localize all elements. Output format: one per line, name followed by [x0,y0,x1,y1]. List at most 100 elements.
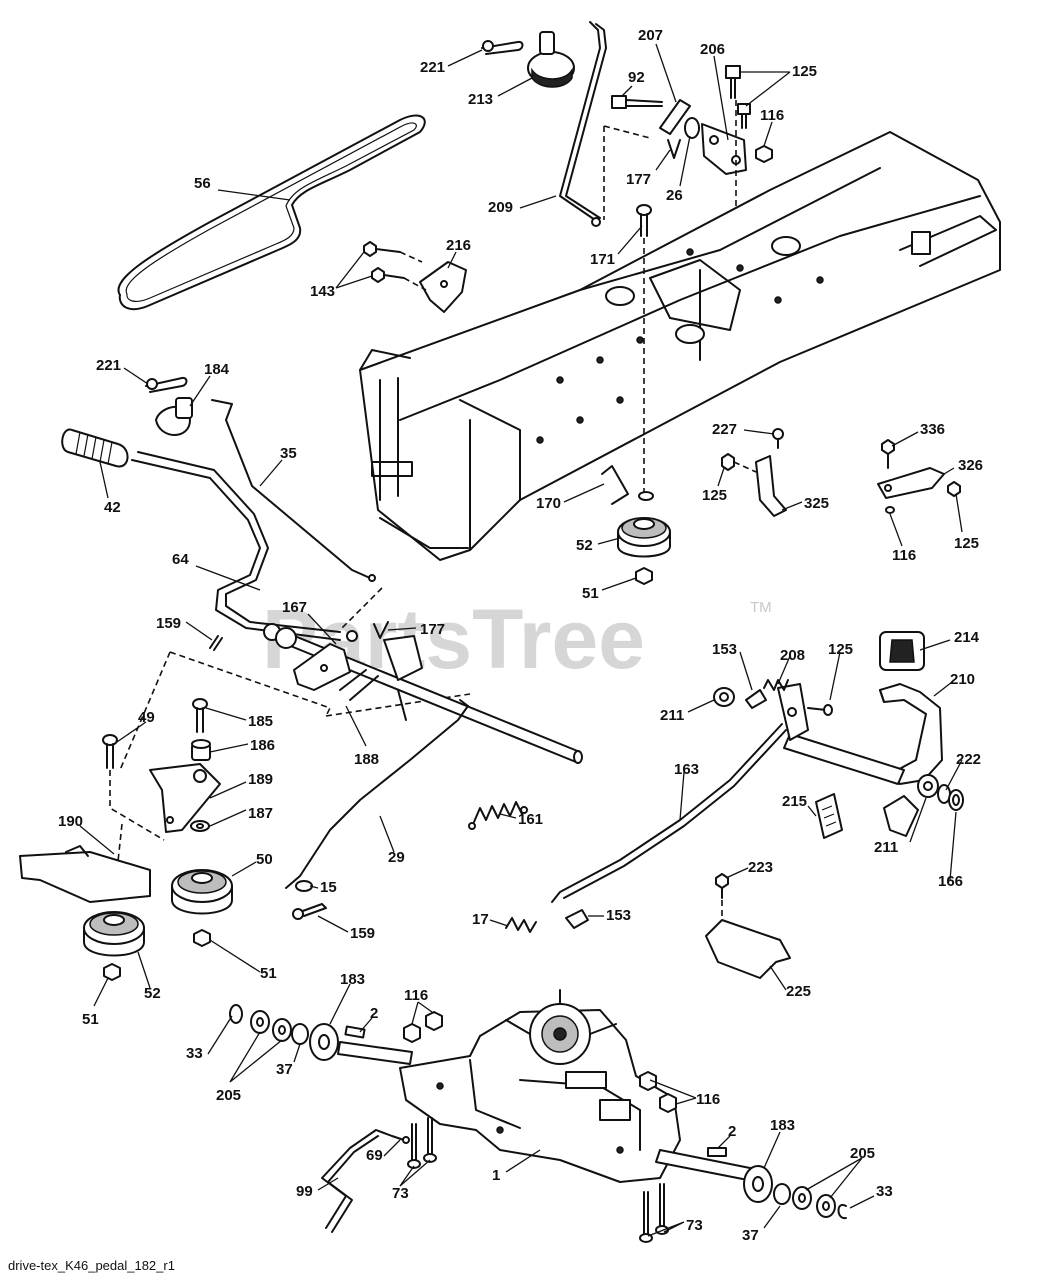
bolt-49[interactable] [102,734,118,769]
brake-pedal-210[interactable] [879,683,943,785]
bolts-143[interactable] [363,241,427,291]
transaxle-1[interactable] [399,989,681,1183]
washer-116-right[interactable] [885,506,895,514]
label-213: 213 [468,91,493,108]
nut-51-left[interactable] [103,963,121,981]
label-336: 336 [920,421,945,438]
knob-184[interactable] [155,397,193,436]
bolts-125-top[interactable] [725,65,751,129]
bolts-73-left[interactable] [407,1117,437,1169]
spring-208[interactable] [763,679,789,691]
nut-51-top[interactable] [635,567,653,585]
bracket-225[interactable] [705,919,791,979]
pulley-52-top[interactable] [617,517,671,558]
nut-51-center[interactable] [193,929,211,947]
bolt-125-mid[interactable] [721,453,757,473]
rod-29[interactable] [285,699,469,889]
shield-190[interactable] [19,845,151,903]
clip-221-left[interactable] [145,376,188,393]
key-2-left[interactable] [344,1025,366,1039]
washers-205-left[interactable] [250,1010,292,1042]
label-209: 209 [488,199,513,216]
label-125-right: 125 [954,535,979,552]
label-125-mid: 125 [702,487,727,504]
washer-37-right[interactable] [773,1183,791,1205]
bolt-171[interactable] [636,204,652,237]
rod-163[interactable] [551,723,787,903]
clip-153-lower[interactable] [565,909,589,929]
pivot-pin-207[interactable] [603,99,691,220]
key-2-right[interactable] [707,1147,727,1157]
washer-37-left[interactable] [291,1023,309,1045]
pedal-shaft[interactable] [783,733,919,837]
pad-215[interactable] [815,793,843,839]
label-221-left: 221 [96,357,121,374]
label-187: 187 [248,805,273,822]
washer-15[interactable] [295,880,313,892]
bearing-183-left[interactable] [309,1023,339,1061]
bracket-189[interactable] [149,763,221,833]
bolt-125-pedal[interactable] [807,704,833,716]
pedal-pad-214[interactable] [879,631,925,671]
bolt-92[interactable] [611,95,663,109]
arm-bracket[interactable] [339,635,423,721]
pin-69[interactable] [391,1135,410,1144]
label-208: 208 [780,647,805,664]
rod-99[interactable] [321,1129,393,1233]
bracket-pedal-mid[interactable] [777,683,809,741]
spring-161[interactable] [468,801,528,830]
washers-205-right[interactable] [792,1186,836,1218]
bracket-216[interactable] [419,261,467,313]
bolt-336[interactable] [881,439,895,469]
drive-belt-part[interactable] [117,114,426,311]
bushing-211-lower[interactable] [917,774,939,798]
bolt-223[interactable] [715,873,729,899]
drawing-reference: drive-tex_K46_pedal_182_r1 [8,1258,175,1273]
control-rod-35[interactable] [211,399,376,582]
label-37-right: 37 [742,1227,759,1244]
axle-left[interactable] [337,1041,413,1065]
ring-33-right[interactable] [837,1203,847,1220]
nut-116-top[interactable] [755,145,773,163]
frame-chassis [359,131,1001,561]
label-206: 206 [700,41,725,58]
clip-177[interactable] [667,139,681,159]
spring-17[interactable] [505,917,537,933]
bracket-206[interactable] [701,123,747,175]
clip-177-lower[interactable] [346,621,389,642]
label-153: 153 [712,641,737,658]
lever-rod-part[interactable] [559,21,607,227]
label-116-right: 116 [892,547,916,564]
ring-166[interactable] [948,789,964,811]
label-52: 52 [576,537,593,554]
hairpin-clip-part[interactable] [481,40,524,55]
label-143: 143 [310,283,335,300]
washer-187[interactable] [190,820,210,832]
pulley-52-bottom[interactable] [83,911,145,957]
bolt-185[interactable] [192,698,208,733]
bushing-186[interactable] [191,739,211,761]
knob-part[interactable] [527,31,575,88]
bearing-183-right[interactable] [743,1165,773,1203]
label-325: 325 [804,495,829,512]
bracket-326[interactable] [877,467,945,499]
cotter-159-upper[interactable] [209,635,223,651]
label-177: 177 [626,171,651,188]
bushing-211-upper[interactable] [713,687,735,707]
nut-125-right[interactable] [947,481,961,497]
shift-lever-64[interactable] [131,451,341,641]
label-185: 185 [248,713,273,730]
clip-153-upper[interactable] [745,689,767,709]
ring-33-left[interactable] [229,1004,243,1024]
washer-upper[interactable] [638,491,654,501]
bracket-325[interactable] [755,455,787,517]
ring-26[interactable] [684,117,700,139]
grip-42[interactable] [61,428,129,468]
bolt-227[interactable] [772,428,784,449]
cotter-159-lower[interactable] [292,903,327,920]
label-216: 216 [446,237,471,254]
pulley-50[interactable] [171,869,233,915]
bracket-167[interactable] [293,643,351,691]
label-227: 227 [712,421,737,438]
idler-170[interactable] [601,465,629,505]
